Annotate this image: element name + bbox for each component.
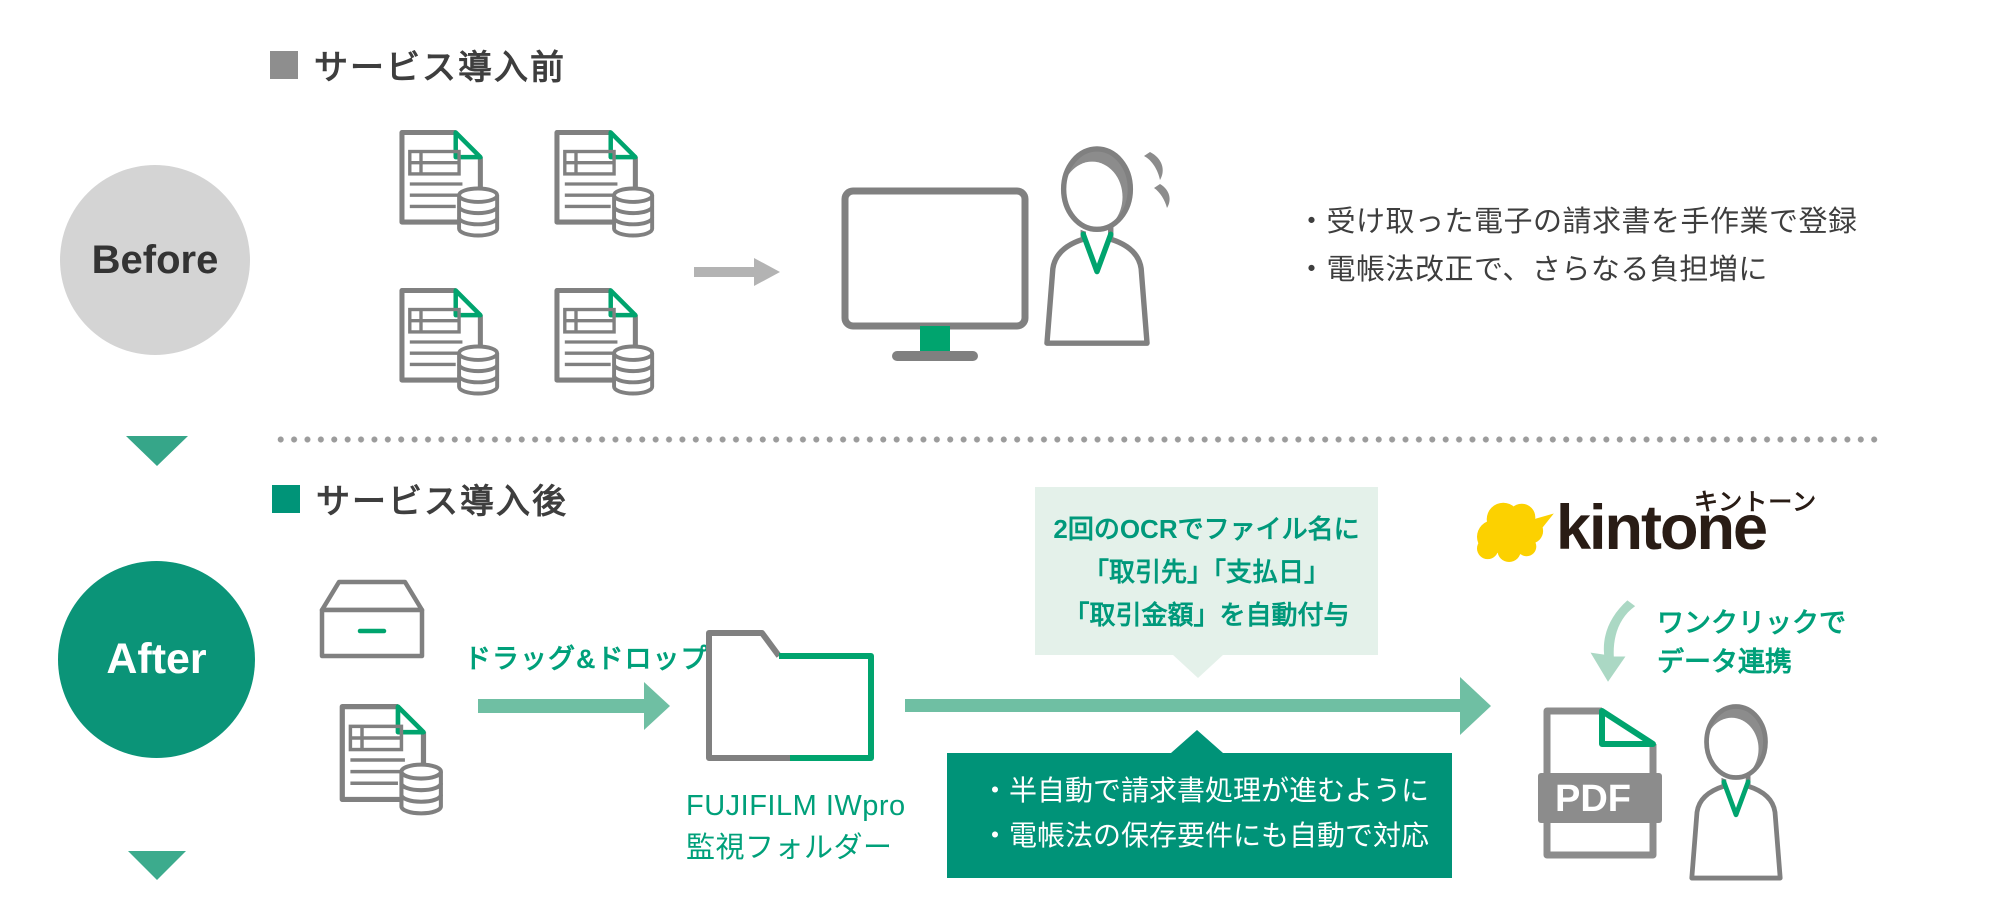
- one-click-arrow-icon: [1590, 600, 1636, 682]
- flow-arrow-icon: [694, 258, 780, 286]
- ocr-callout-text: 2回のOCRでファイル名に 「取引先」「支払日」 「取引金額」を自動付与: [1035, 487, 1378, 637]
- pdf-label: PDF: [1555, 778, 1631, 820]
- pdf-file-icon: PDF: [1538, 707, 1662, 859]
- after-section-heading: サービス導入後: [272, 474, 568, 523]
- invoice-document-icon: [393, 286, 505, 398]
- kintone-ruby-label: キントーン: [1694, 489, 1818, 516]
- before-heading-label: サービス導入前: [314, 49, 566, 87]
- before-note: ・受け取った電子の請求書を手作業で登録: [1297, 206, 1858, 238]
- after-heading-label: サービス導入後: [316, 483, 568, 521]
- watch-folder-label-line: FUJIFILM IWpro: [686, 790, 906, 822]
- down-triangle-icon: [128, 851, 186, 880]
- before-section-heading: サービス導入前: [270, 40, 566, 89]
- after-badge: After: [58, 561, 255, 758]
- kintone-wordmark: kintone: [1556, 493, 1768, 563]
- computer-monitor-icon: [841, 187, 1029, 361]
- after-heading-marker-icon: [272, 484, 300, 513]
- ocr-callout: 2回のOCRでファイル名に 「取引先」「支払日」 「取引金額」を自動付与: [1035, 487, 1378, 655]
- before-notes-list: ・受け取った電子の請求書を手作業で登録 ・電帳法改正で、さらなる負担増に: [1297, 198, 1858, 294]
- storage-tray-icon: [319, 579, 425, 659]
- result-callout-text: ・半自動で請求書処理が進むように ・電帳法の保存要件にも自動で対応: [947, 753, 1452, 858]
- sweat-drops-icon: [1144, 152, 1170, 208]
- invoice-document-icon: [393, 128, 505, 240]
- result-callout-line: ・電帳法の保存要件にも自動で対応: [981, 820, 1430, 851]
- drag-drop-label: ドラッグ&ドロップ: [464, 644, 709, 674]
- one-click-label-line: ワンクリックで: [1657, 608, 1846, 638]
- invoice-document-icon: [548, 286, 660, 398]
- watch-folder-label: FUJIFILM IWpro 監視フォルダー: [686, 785, 906, 869]
- one-click-label: ワンクリックで データ連携: [1657, 604, 1846, 682]
- result-callout-line: ・半自動で請求書処理が進むように: [981, 775, 1430, 806]
- result-callout: ・半自動で請求書処理が進むように ・電帳法の保存要件にも自動で対応: [947, 753, 1452, 878]
- ocr-callout-tail: [1172, 654, 1224, 678]
- ocr-callout-line: 「取引金額」を自動付与: [1063, 600, 1350, 630]
- kintone-cloud-icon: [1477, 502, 1554, 563]
- before-badge: Before: [60, 165, 250, 355]
- invoice-document-icon: [333, 702, 449, 818]
- down-triangle-icon: [126, 436, 188, 466]
- ocr-callout-line: 「取引先」「支払日」: [1082, 557, 1330, 587]
- before-heading-marker-icon: [270, 50, 298, 79]
- result-callout-tail: [1171, 730, 1223, 753]
- main-flow-arrow-icon: [905, 677, 1491, 735]
- ocr-callout-line: 2回のOCRでファイル名に: [1053, 514, 1360, 544]
- invoice-document-icon: [548, 128, 660, 240]
- before-note: ・電帳法改正で、さらなる負担増に: [1297, 254, 1768, 286]
- drag-drop-arrow-icon: [478, 682, 670, 730]
- watch-folder-label-line: 監視フォルダー: [686, 832, 893, 864]
- office-worker-icon: [1684, 702, 1788, 886]
- one-click-label-line: データ連携: [1657, 647, 1792, 677]
- watch-folder-icon: [706, 630, 874, 761]
- section-divider: [274, 436, 1884, 443]
